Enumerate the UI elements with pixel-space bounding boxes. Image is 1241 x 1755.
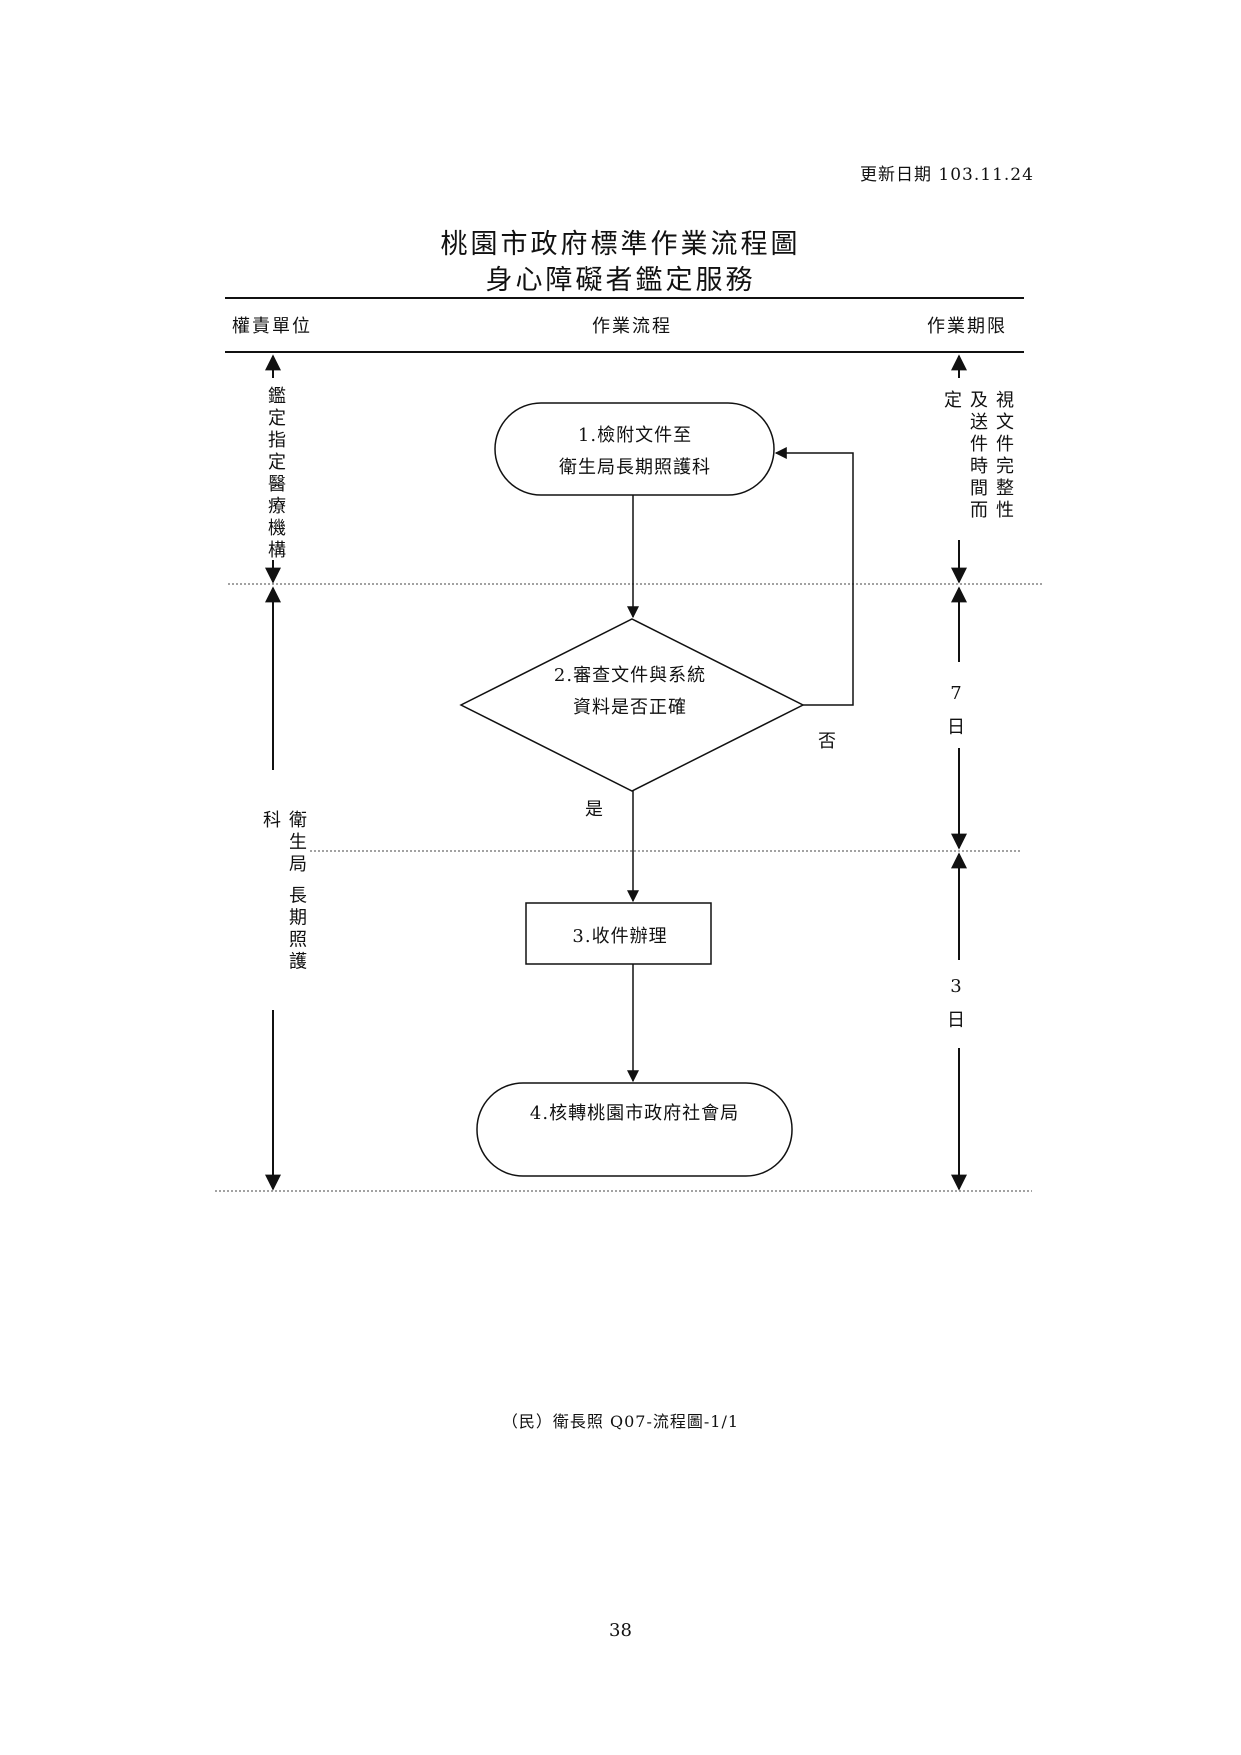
deadline-review: 7 日	[941, 677, 971, 745]
unit-health-bureau: 衛生局 長期照護科	[260, 810, 307, 974]
decision-yes-label: 是	[585, 799, 603, 820]
step3-label: 3.收件辦理	[572, 926, 668, 947]
step1-label-line: 衛生局長期照護科	[559, 457, 711, 478]
step3-process	[525, 902, 712, 965]
page-title: 桃園市政府標準作業流程圖	[440, 229, 801, 260]
page-subtitle: 身心障礙者鑑定服務	[485, 265, 756, 296]
step1-label: 1.檢附文件至 衛生局長期照護科	[495, 420, 775, 484]
header-process: 作業流程	[592, 316, 672, 337]
step2-label-line: 資料是否正確	[573, 697, 687, 718]
step2-label-line: 2.審查文件與系統	[553, 665, 707, 686]
step2-label: 2.審查文件與系統 資料是否正確	[480, 660, 780, 724]
header-deadline: 作業期限	[927, 316, 1007, 337]
update-date: 更新日期 103.11.24	[860, 165, 1034, 185]
step4-terminator	[476, 1082, 793, 1177]
page-number: 38	[609, 1620, 632, 1641]
deadline-review-unit: 日	[947, 717, 965, 738]
unit-medical-institution: 鑑定指定醫療機構	[265, 386, 286, 562]
header-unit: 權責單位	[232, 316, 312, 337]
connector-2-1-no	[774, 447, 854, 706]
decision-no-label: 否	[818, 731, 836, 752]
step2-decision	[459, 618, 805, 792]
step1-terminator	[494, 402, 775, 496]
deadline-review-number: 7	[950, 683, 962, 704]
deadline-process-number: 3	[950, 976, 962, 997]
step4-label: 4.核轉桃園市政府社會局	[529, 1103, 740, 1124]
deadline-note: 視文件完整性及送件時間而定	[941, 390, 1014, 522]
footer-code: （民）衛長照 Q07-流程圖-1/1	[501, 1412, 740, 1431]
deadline-process: 3 日	[941, 970, 971, 1038]
deadline-process-unit: 日	[947, 1010, 965, 1031]
step1-label-line: 1.檢附文件至	[577, 425, 693, 446]
